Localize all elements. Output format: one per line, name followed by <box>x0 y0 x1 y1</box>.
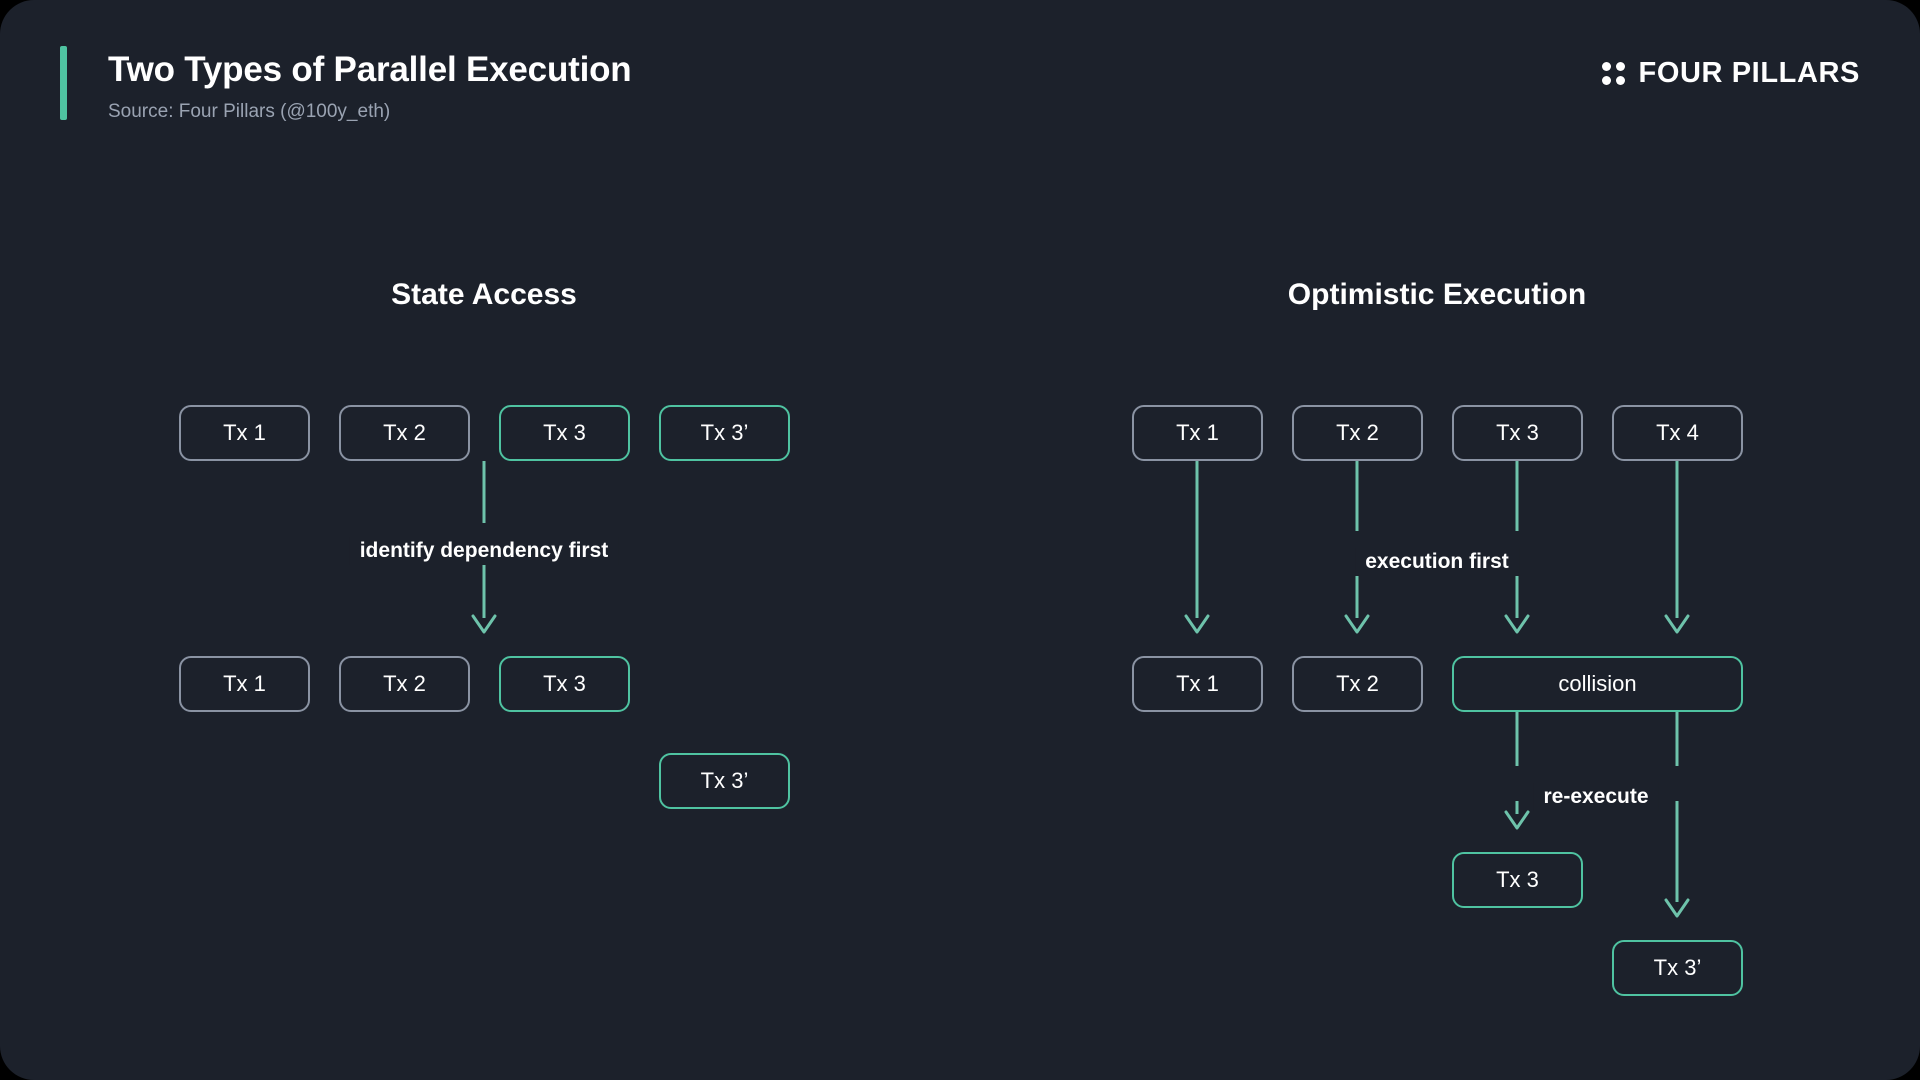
node-box: Tx 1 <box>1132 656 1263 712</box>
node-box: Tx 3’ <box>659 405 790 461</box>
arrow-head <box>1504 614 1530 634</box>
page-title: Two Types of Parallel Execution <box>108 50 632 89</box>
edge-label: identify dependency first <box>349 537 619 565</box>
node-box: Tx 2 <box>1292 656 1423 712</box>
brand-logo: FOUR PILLARS <box>1601 57 1860 90</box>
arrow-head <box>1504 810 1530 830</box>
node-box: Tx 2 <box>339 656 470 712</box>
page-subtitle: Source: Four Pillars (@100y_eth) <box>108 101 391 122</box>
arrow-head <box>1344 614 1370 634</box>
node-box: Tx 1 <box>1132 405 1263 461</box>
edge-label: re-execute <box>1533 783 1659 811</box>
node-box: Tx 3 <box>1452 405 1583 461</box>
accent-bar <box>60 46 67 120</box>
edge-label: execution first <box>1355 548 1519 576</box>
node-box: Tx 2 <box>339 405 470 461</box>
node-box: Tx 3’ <box>1612 940 1743 996</box>
header: Two Types of Parallel Execution Source: … <box>0 0 1920 150</box>
node-box: Tx 3 <box>499 405 630 461</box>
node-box: Tx 3 <box>1452 852 1583 908</box>
arrow-head <box>1664 898 1690 918</box>
arrow-head <box>471 614 497 634</box>
node-box: Tx 3’ <box>659 753 790 809</box>
node-box: Tx 4 <box>1612 405 1743 461</box>
column-heading-state-access: State Access <box>391 278 577 311</box>
node-box: Tx 3 <box>499 656 630 712</box>
arrow-head <box>1184 614 1210 634</box>
node-box: Tx 1 <box>179 656 310 712</box>
arrow-head <box>1664 614 1690 634</box>
column-heading-optimistic-execution: Optimistic Execution <box>1287 278 1587 311</box>
node-box: collision <box>1452 656 1743 712</box>
node-box: Tx 2 <box>1292 405 1423 461</box>
node-box: Tx 1 <box>179 405 310 461</box>
brand-name: FOUR PILLARS <box>1638 57 1860 89</box>
four-dots-icon <box>1601 62 1625 85</box>
